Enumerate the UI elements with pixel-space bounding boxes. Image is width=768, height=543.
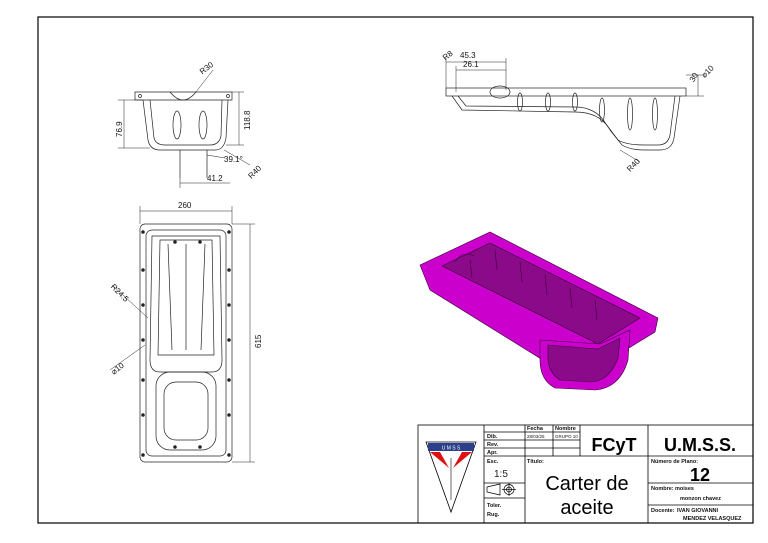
nombre-line1: moises — [675, 486, 694, 492]
dim-plan-width: 260 — [178, 201, 192, 210]
faculty-name: FCyT — [592, 435, 637, 455]
scale-value: 1:5 — [494, 469, 508, 480]
side-view — [445, 85, 687, 151]
iso-sump-shade — [547, 337, 621, 383]
plano-label: Número de Plano: — [651, 459, 698, 465]
front-view — [134, 91, 233, 178]
row-dib-label: Dib. — [487, 434, 498, 440]
nombre-label: Nombre: — [651, 486, 674, 492]
esc-label: Esc. — [487, 459, 499, 465]
rug-label: Rug. — [487, 512, 500, 518]
dim-side-radius-top: R8 — [441, 49, 455, 63]
header-fecha: Fecha — [527, 426, 544, 432]
dim-plan-hole-dia: ⌀10 — [109, 361, 126, 377]
projection-symbol-icon — [486, 483, 516, 496]
logo-band — [428, 443, 474, 451]
logo-red-left — [430, 452, 449, 468]
dim-side-height-right: 30 — [688, 71, 701, 84]
dib-nombre: GRUPO 10 — [555, 434, 578, 439]
titulo-label: Título: — [527, 459, 544, 465]
sheet-border — [37, 16, 754, 524]
dim-side-radius-bottom: R40 — [625, 156, 642, 173]
dim-front-radius-top: R30 — [198, 60, 216, 76]
part-title-line1: Carter de — [545, 473, 628, 495]
docente-label: Docente: — [651, 508, 675, 514]
university-name: U.M.S.S. — [664, 435, 736, 455]
dim-front-angle: 39.1° — [224, 155, 243, 164]
dib-fecha: 28/03/25 — [527, 434, 545, 439]
toler-label: Toler. — [487, 503, 502, 509]
side-view-dimensions — [445, 58, 704, 163]
header-nombre: Nombre — [555, 426, 576, 432]
dim-front-height-left: 76.9 — [115, 121, 124, 137]
row-rev-label: Rev. — [487, 442, 499, 448]
plan-view-dimensions — [109, 206, 255, 463]
docente-line1: IVAN GIOVANNI — [677, 508, 719, 514]
dim-plan-length: 615 — [254, 334, 263, 348]
plan-view — [139, 223, 233, 463]
isometric-view — [419, 231, 659, 391]
umss-logo: U M S S — [425, 441, 477, 514]
dim-side-dia-right: ⌀10 — [700, 63, 716, 79]
dim-plan-radius-side: R24.5 — [109, 282, 131, 304]
iso-notch — [454, 253, 475, 263]
dim-front-width-bottom: 41.2 — [207, 174, 223, 183]
plano-number: 12 — [690, 465, 710, 485]
dim-side-len-inner: 26.1 — [463, 60, 479, 69]
iso-inner-cavity — [441, 242, 641, 345]
logo-text: U M S S — [442, 446, 461, 452]
dim-front-height-right: 118.8 — [243, 110, 252, 130]
docente-line2: MENDEZ VELASQUEZ — [683, 516, 742, 522]
logo-red-right — [453, 452, 472, 468]
nombre-line2: monzon chavez — [680, 496, 721, 502]
title-block — [417, 424, 754, 524]
dim-side-len-outer: 45.3 — [460, 51, 476, 60]
iso-ribs — [469, 249, 598, 321]
front-view-dimensions — [118, 69, 251, 188]
part-title-line2: aceite — [560, 497, 613, 519]
dim-front-radius-bottom: R40 — [246, 163, 263, 180]
row-apr-label: Apr. — [487, 450, 498, 456]
